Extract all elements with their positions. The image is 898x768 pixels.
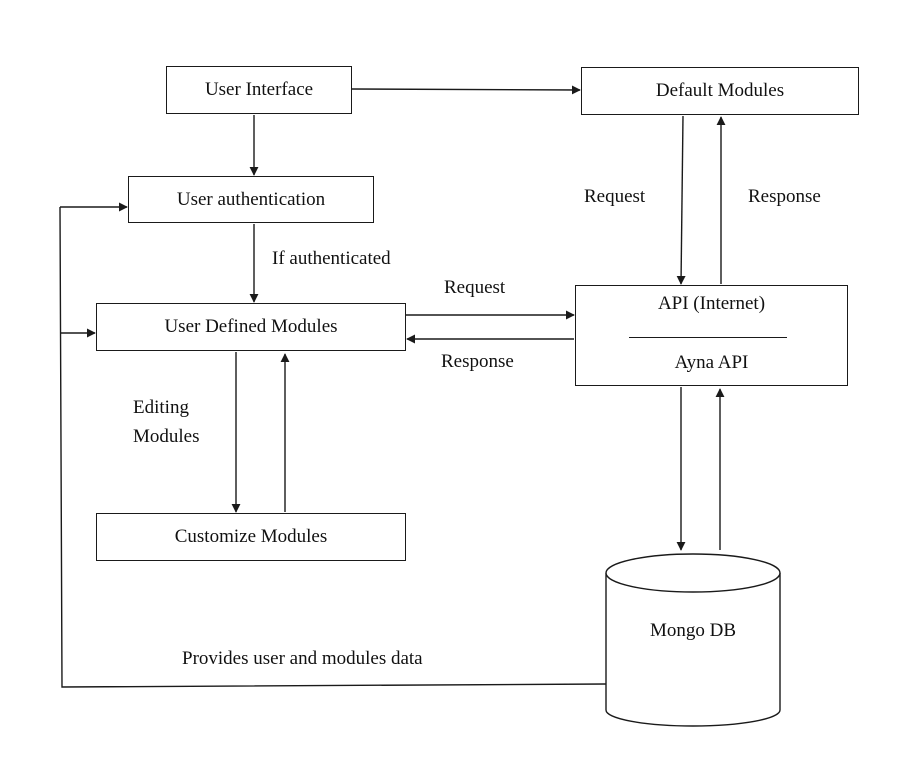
feedback-line-mongodb [59,206,607,688]
api-internet-label: API (Internet) [657,293,766,314]
node-user-authentication: User authentication [128,176,374,223]
node-api: API (Internet) Ayna API [575,285,848,386]
edge-label-provides-data: Provides user and modules data [182,648,423,669]
node-user-interface: User Interface [166,66,352,114]
node-label: Customize Modules [174,526,328,547]
mongodb-cylinder [605,553,781,727]
edge-label-request-api: Request [444,277,506,298]
ayna-api-label: Ayna API [674,352,749,373]
edge-label-if-authenticated: If authenticated [272,248,391,269]
edge-label-editing: Editing [133,397,189,418]
node-label: User authentication [176,188,326,210]
edge-label-request-default: Request [584,186,646,207]
api-divider [629,337,787,338]
node-label: User Interface [204,79,314,100]
arrow-default-request-to-api [676,115,686,285]
edge-label-response-default: Response [748,186,821,207]
mongodb-label: Mongo DB [649,620,737,641]
edge-label-response-api: Response [441,351,514,372]
edge-label-modules: Modules [133,426,200,447]
node-user-defined-modules: User Defined Modules [96,303,406,351]
node-label: Default Modules [655,80,785,101]
node-label: User Defined Modules [164,316,338,337]
node-default-modules: Default Modules [581,67,859,115]
arrow-ui-to-default-modules [351,85,581,95]
node-customize-modules: Customize Modules [96,513,406,561]
